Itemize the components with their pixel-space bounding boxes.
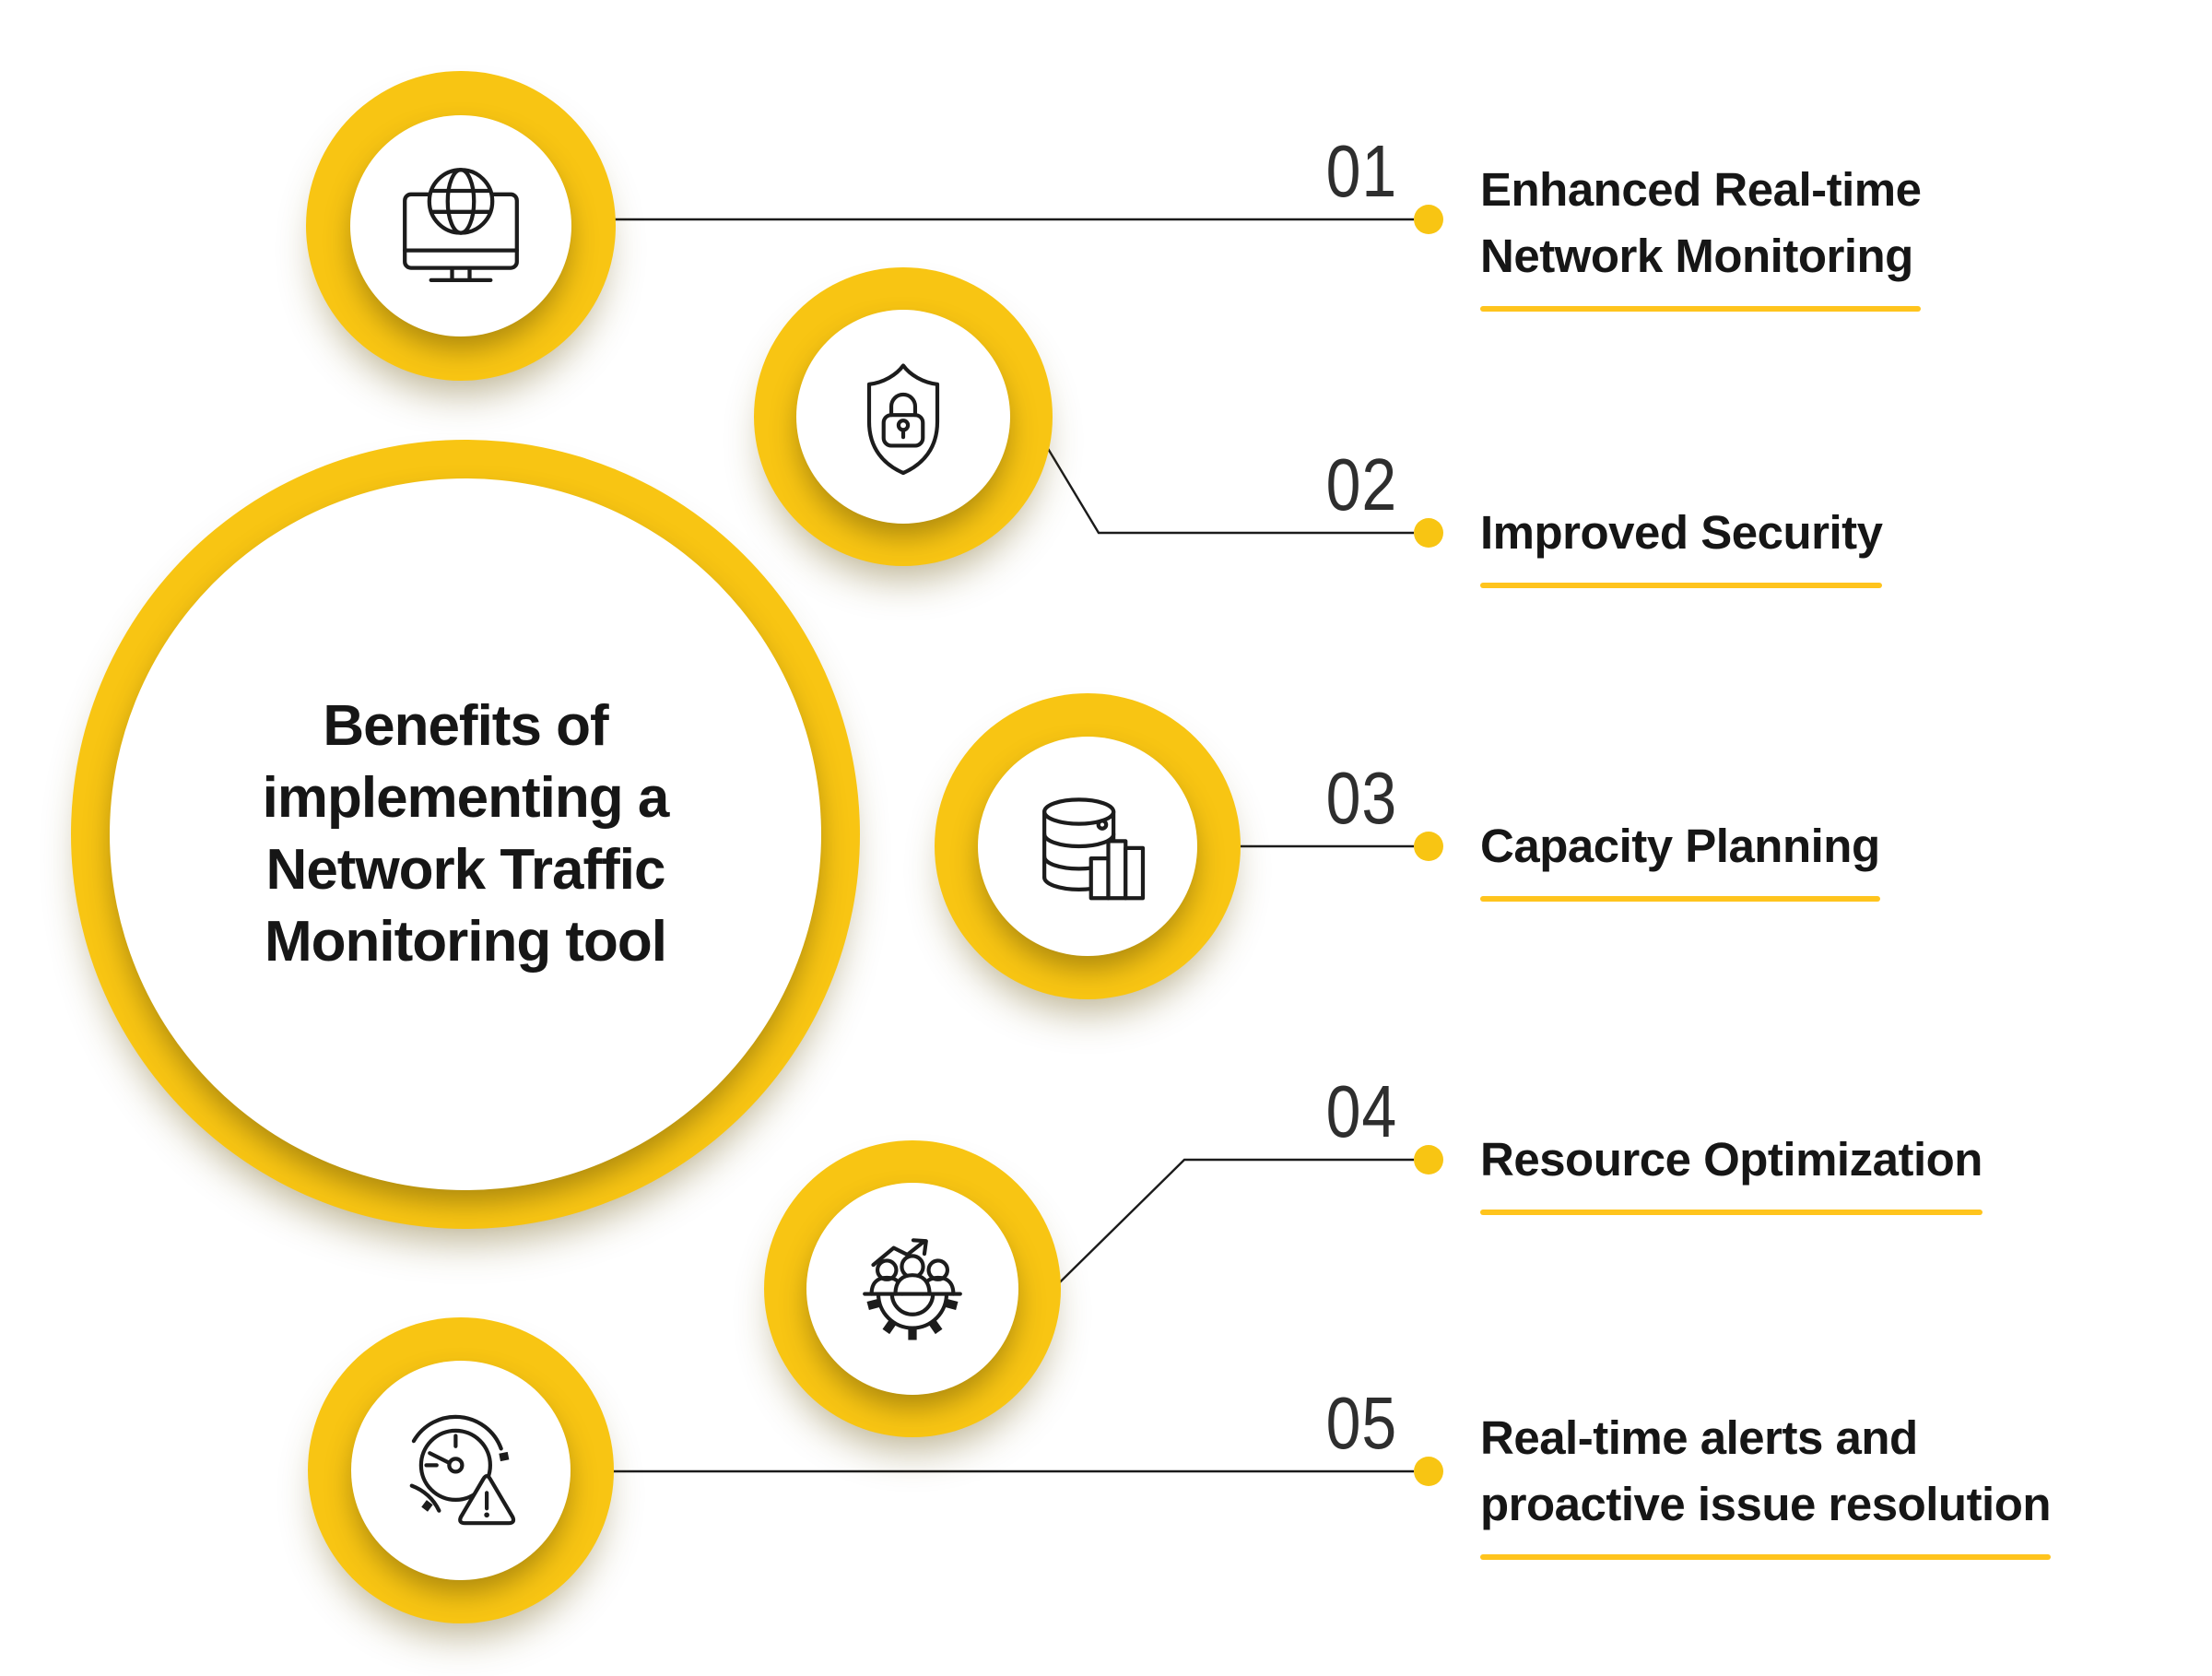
benefit-underline: [1480, 1210, 1983, 1215]
benefit-underline: [1480, 1554, 2052, 1560]
circle-network-monitoring-inner: [350, 115, 571, 336]
circle-alerts-inner: [351, 1361, 571, 1580]
benefit-item-05: Real-time alerts and proactive issue res…: [1480, 1405, 2052, 1560]
connector-dot-04: [1414, 1145, 1443, 1174]
benefit-label: Improved Security: [1480, 506, 1883, 559]
circle-security: [754, 267, 1053, 566]
circle-security-inner: [796, 310, 1010, 524]
benefit-item-04: Resource Optimization: [1480, 1127, 1983, 1215]
globe-monitor-icon: [403, 168, 519, 283]
benefit-underline: [1480, 306, 1922, 312]
benefit-item-01: Enhanced Real-time Network Monitoring: [1480, 157, 1922, 312]
benefit-underline: [1480, 896, 1880, 902]
benefit-underline: [1480, 583, 1883, 588]
central-circle: Benefits of implementing a Network Traff…: [71, 440, 860, 1229]
connector-line-04: [1013, 1158, 1414, 1328]
benefit-label: Resource Optimization: [1480, 1133, 1983, 1186]
connector-dot-03: [1414, 832, 1443, 861]
circle-alerts: [308, 1317, 614, 1623]
benefit-label: Enhanced Real-time Network Monitoring: [1480, 163, 1922, 282]
circle-resource-optimization: [764, 1140, 1061, 1437]
circle-resource-optimization-inner: [806, 1183, 1018, 1395]
benefit-item-03: Capacity Planning: [1480, 813, 1880, 902]
circle-capacity-inner: [978, 737, 1197, 956]
benefit-number: 04: [1325, 1070, 1397, 1152]
benefit-number: 02: [1325, 443, 1397, 525]
benefit-item-02: Improved Security: [1480, 500, 1883, 588]
benefit-number: 01: [1325, 130, 1397, 212]
connector-dot-05: [1414, 1457, 1443, 1486]
circle-capacity: [935, 693, 1241, 999]
database-chart-icon: [1042, 797, 1146, 901]
benefit-number: 05: [1325, 1382, 1397, 1464]
benefit-label: Capacity Planning: [1480, 820, 1880, 872]
team-gear-growth-icon: [863, 1238, 962, 1340]
circle-network-monitoring: [306, 71, 616, 381]
central-circle-inner: Benefits of implementing a Network Traff…: [110, 478, 821, 1190]
benefit-label: Real-time alerts and proactive issue res…: [1480, 1411, 2052, 1530]
page-title: Benefits of implementing a Network Traff…: [262, 694, 670, 974]
connector-dot-02: [1414, 518, 1443, 548]
connector-dot-01: [1414, 205, 1443, 234]
clock-alert-icon: [409, 1414, 516, 1526]
benefit-number: 03: [1325, 757, 1397, 839]
shield-lock-icon: [866, 363, 940, 476]
